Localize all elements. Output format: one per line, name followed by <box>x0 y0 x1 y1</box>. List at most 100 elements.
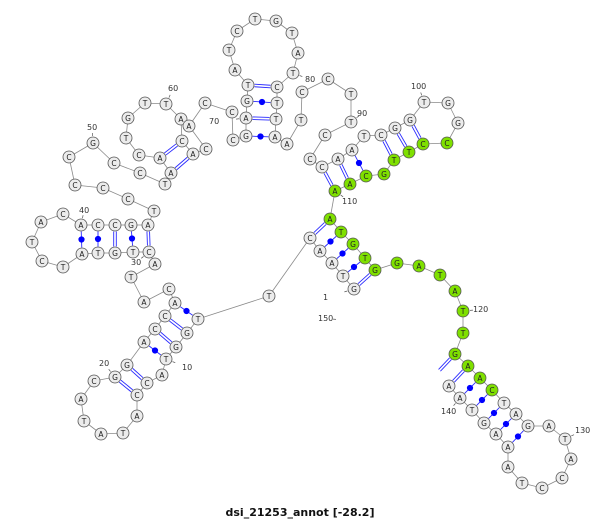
nucleotide: T <box>344 115 358 129</box>
nucleotide-circle <box>489 427 503 441</box>
nucleotide-circle <box>268 130 282 144</box>
nucleotide-letter: C <box>325 75 330 84</box>
nucleotide-letter: T <box>195 315 201 324</box>
nucleotide-letter: T <box>298 116 304 125</box>
pair-dot <box>258 98 266 106</box>
nucleotide: T <box>138 96 152 110</box>
nucleotide-letter: G <box>445 99 451 108</box>
nucleotide-circle <box>74 218 88 232</box>
position-label: 20 <box>99 359 109 368</box>
nucleotide-circle <box>270 80 284 94</box>
nucleotide: C <box>315 160 329 174</box>
nucleotide-letter: A <box>446 382 452 391</box>
position-tick <box>82 215 84 219</box>
base-pair <box>146 231 151 246</box>
nucleotide-letter: T <box>162 180 168 189</box>
nucleotide-circle <box>295 85 309 99</box>
pair-line <box>359 274 372 286</box>
nucleotide-letter: T <box>519 479 525 488</box>
nucleotide-circle <box>120 358 134 372</box>
position-label: 1 <box>323 293 328 302</box>
nucleotide-circle <box>285 26 299 40</box>
nucleotide: A <box>501 440 515 454</box>
nucleotide-circle <box>303 152 317 166</box>
nucleotide-circle <box>509 407 523 421</box>
nucleotide-letter: C <box>112 221 117 230</box>
nucleotide-circle <box>270 96 284 110</box>
nucleotide: T <box>262 289 276 303</box>
nucleotide-letter: A <box>295 49 301 58</box>
nucleotide: T <box>294 113 308 127</box>
nucleotide: T <box>417 95 431 109</box>
nucleotide: C <box>303 231 317 245</box>
nucleotide: C <box>35 254 49 268</box>
backbone-link <box>268 237 311 297</box>
nucleotide: A <box>412 259 426 273</box>
nucleotide-letter: A <box>141 338 147 347</box>
nucleotide: A <box>280 137 294 151</box>
nucleotide: C <box>121 192 135 206</box>
nucleotide: A <box>228 63 242 77</box>
nucleotide-circle <box>158 309 172 323</box>
pair-line <box>339 165 347 179</box>
nucleotide-circle <box>25 235 39 249</box>
pair-line <box>254 83 271 86</box>
nucleotide-letter: G <box>455 119 461 128</box>
nucleotide-circle <box>390 256 404 270</box>
nucleotide: C <box>303 152 317 166</box>
base-pair <box>396 132 408 148</box>
position-label: 130 <box>575 426 590 435</box>
nucleotide: C <box>91 218 105 232</box>
nucleotide-circle <box>473 371 487 385</box>
nucleotide: G <box>347 282 361 296</box>
pair-line <box>252 119 270 121</box>
nucleotide-letter: A <box>157 154 163 163</box>
nucleotide-circle <box>198 96 212 110</box>
nucleotide-letter: T <box>81 417 87 426</box>
nucleotide-circle <box>75 247 89 261</box>
nucleotide-circle <box>465 403 479 417</box>
nucleotide-circle <box>68 178 82 192</box>
nucleotide-letter: C <box>137 169 142 178</box>
nucleotide-circle <box>159 97 173 111</box>
nucleotide-letter: G <box>394 259 400 268</box>
nucleotide: C <box>142 245 156 259</box>
nucleotide-circle <box>442 379 456 393</box>
nucleotide-circle <box>138 96 152 110</box>
nucleotide-circle <box>230 24 244 38</box>
nucleotide: A <box>345 143 359 157</box>
nucleotide-letter: G <box>525 422 531 431</box>
nucleotide: A <box>473 371 487 385</box>
nucleotide-circle <box>186 147 200 161</box>
nucleotide-letter: A <box>78 221 84 230</box>
nucleotide: G <box>390 256 404 270</box>
nucleotide: A <box>153 151 167 165</box>
nucleotide-letter: T <box>130 248 136 257</box>
nucleotide-letter: T <box>469 406 475 415</box>
nucleotide-circle <box>374 128 388 142</box>
nucleotide-circle <box>239 129 253 143</box>
nucleotide-letter: C <box>136 151 141 160</box>
pair-dot <box>350 263 358 271</box>
position-label: 100 <box>411 82 426 91</box>
nucleotide: A <box>182 119 196 133</box>
base-pair <box>128 231 136 246</box>
nucleotide-letter: C <box>72 181 77 190</box>
nucleotide: C <box>148 322 162 336</box>
nucleotide: C <box>175 134 189 148</box>
nucleotide: A <box>442 379 456 393</box>
pair-line <box>323 173 332 187</box>
nucleotide: G <box>403 113 417 127</box>
nucleotide: A <box>448 284 462 298</box>
nucleotide: A <box>461 359 475 373</box>
base-pair <box>347 261 361 273</box>
pair-dot <box>355 159 363 167</box>
position-label: 10 <box>182 363 192 372</box>
nucleotide: A <box>509 407 523 421</box>
nucleotide-letter: C <box>559 474 564 483</box>
nucleotide-letter: C <box>274 83 279 92</box>
nucleotide: T <box>558 432 572 446</box>
nucleotide: T <box>119 131 133 145</box>
nucleotide: A <box>268 130 282 144</box>
